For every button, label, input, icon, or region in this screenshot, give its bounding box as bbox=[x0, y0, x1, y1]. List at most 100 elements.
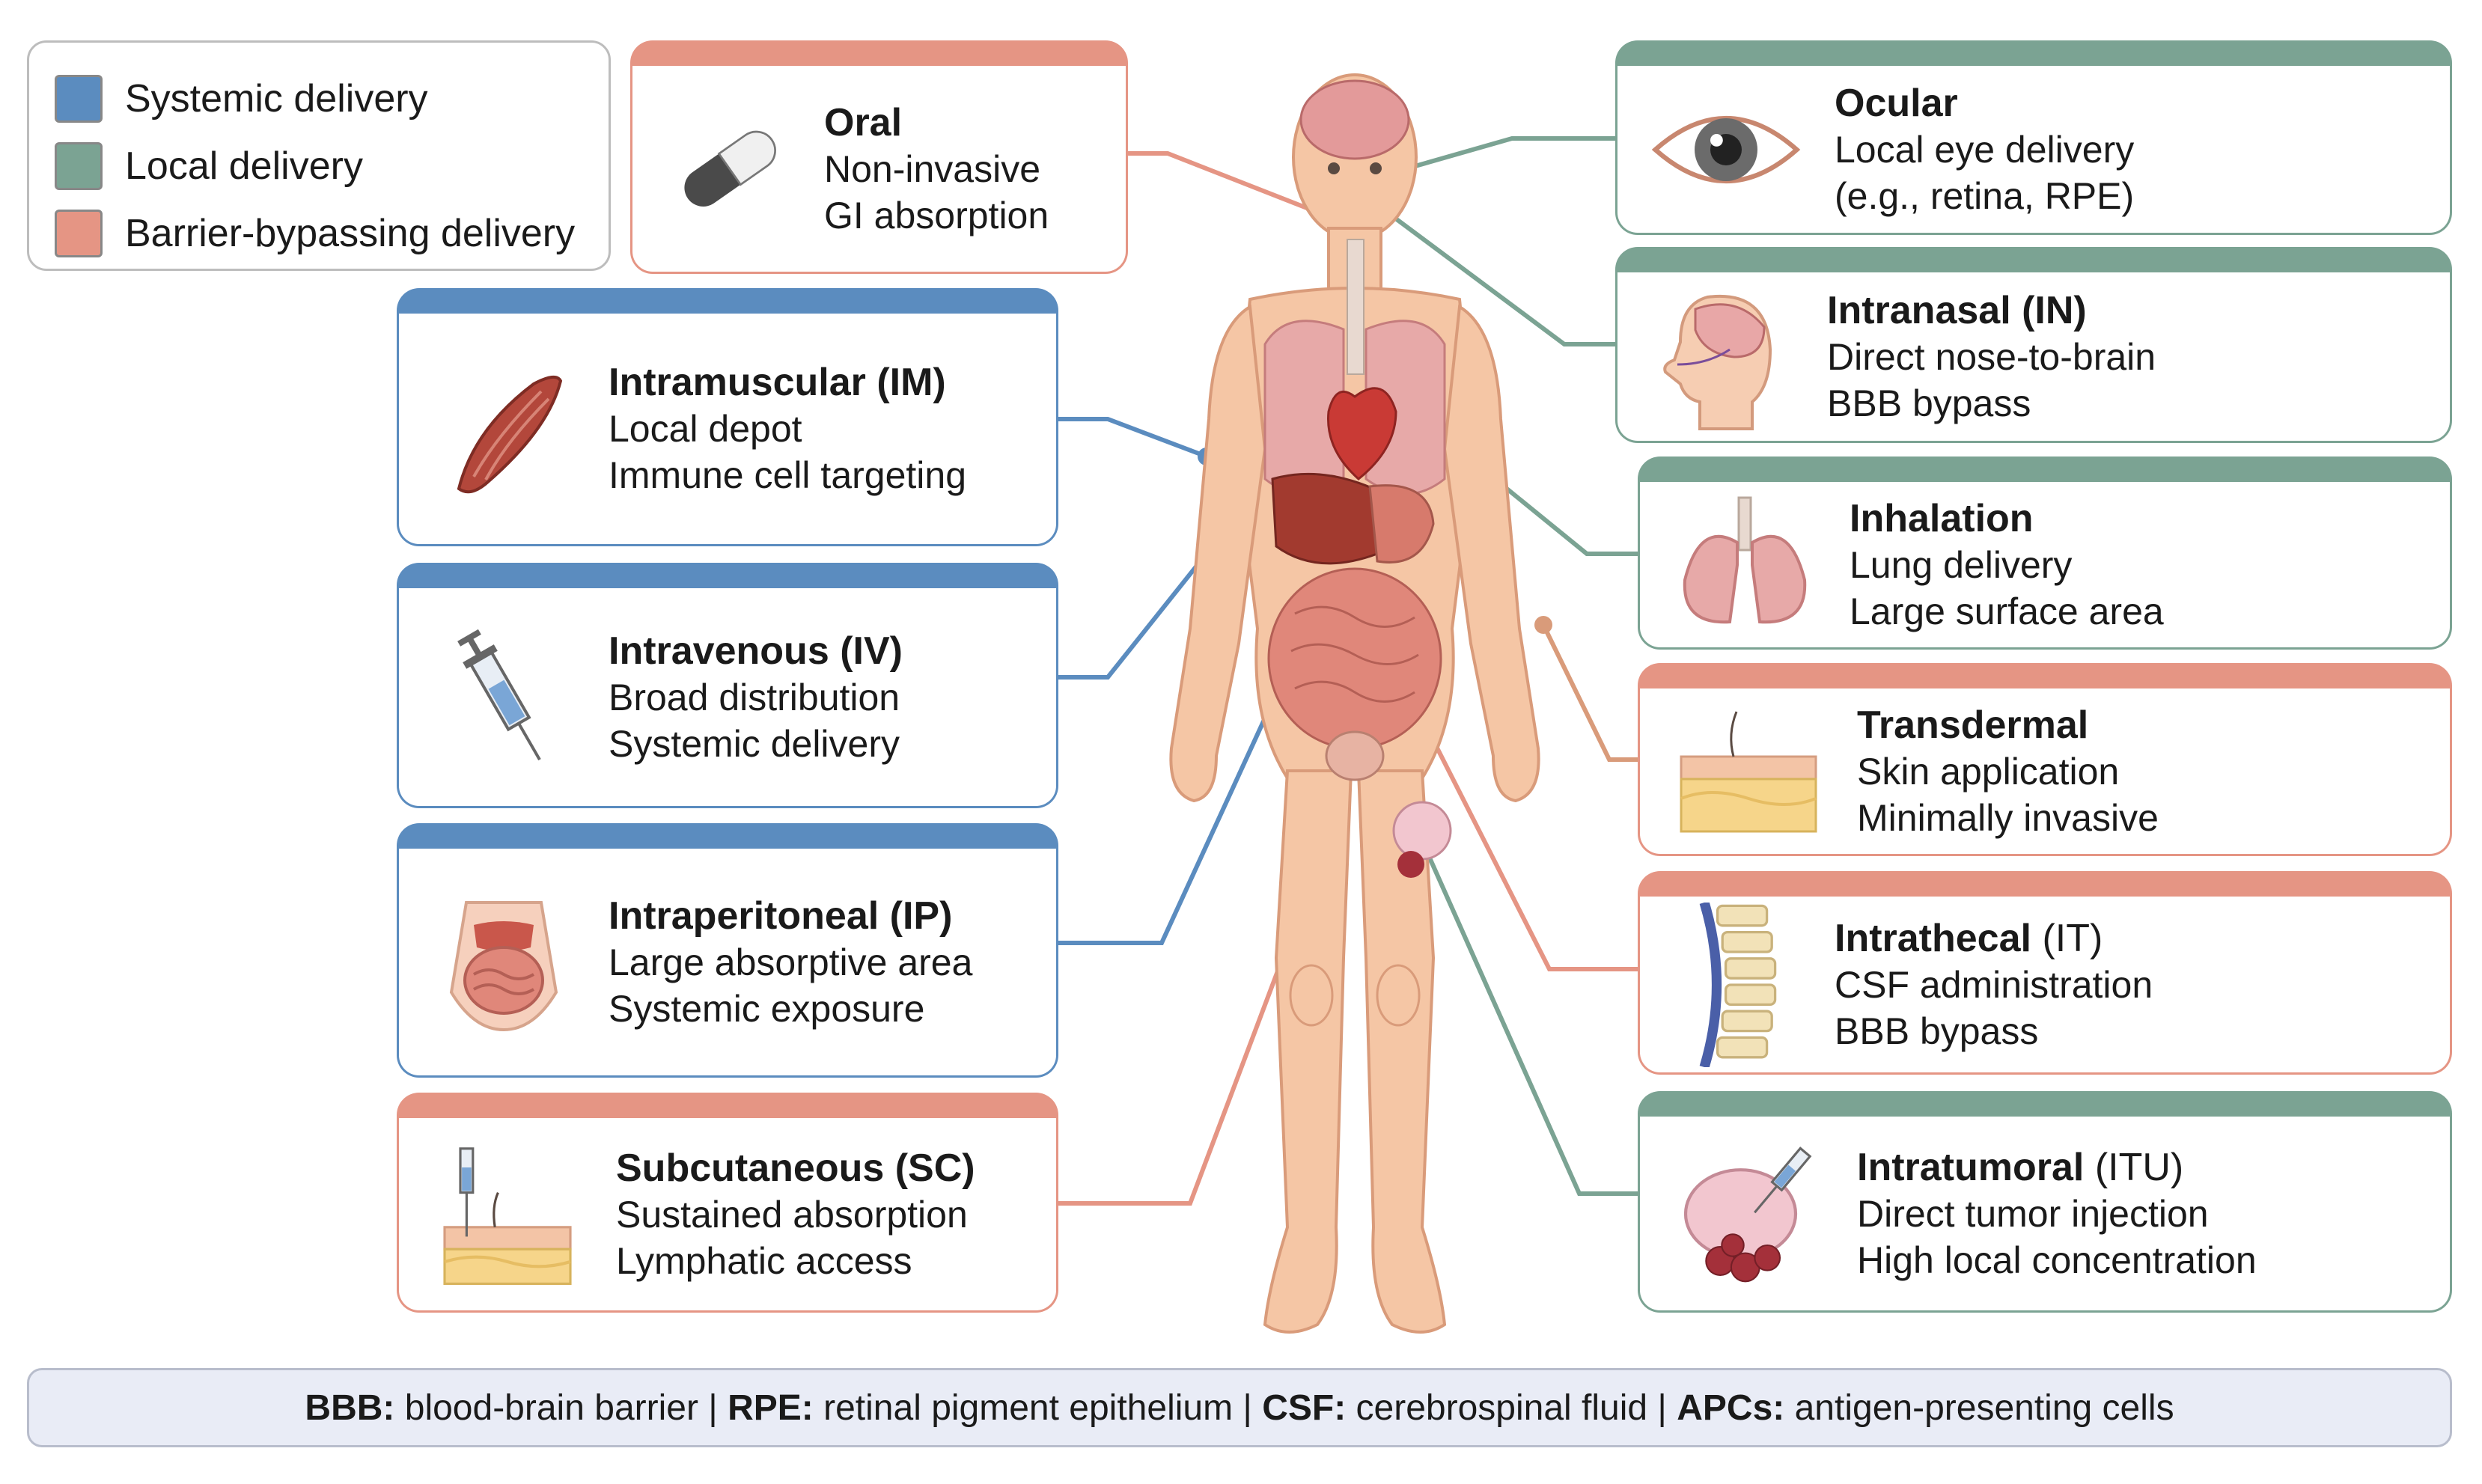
legend: Systemic delivery Local delivery Barrier… bbox=[27, 40, 611, 271]
abbr-value: retinal pigment epithelium | bbox=[813, 1387, 1263, 1428]
card-title: Intranasal bbox=[1827, 288, 2011, 332]
card-line: Local depot bbox=[609, 408, 802, 450]
td-marker bbox=[1534, 616, 1552, 634]
card-line: Large surface area bbox=[1850, 590, 2164, 632]
connector-ip bbox=[1057, 638, 1303, 945]
tumor-mass bbox=[1397, 851, 1424, 878]
left-leg bbox=[1263, 769, 1353, 1334]
muscle-icon bbox=[429, 354, 579, 504]
card-intravenous-text: Intravenous (IV) Broad distribution Syst… bbox=[609, 628, 903, 767]
card-ocular-text: Ocular Local eye delivery (e.g., retina,… bbox=[1835, 80, 2134, 219]
skin-layers-icon bbox=[1670, 697, 1827, 846]
card-title: Intramuscular bbox=[609, 361, 866, 404]
head-profile-icon bbox=[1647, 282, 1797, 432]
card-line: Local eye delivery bbox=[1835, 128, 2135, 171]
card-line: Minimally invasive bbox=[1857, 796, 2159, 839]
card-line: CSF administration bbox=[1835, 963, 2153, 1006]
card-line: Systemic delivery bbox=[609, 722, 900, 765]
connector-td bbox=[1541, 623, 1638, 762]
card-intraperitoneal-text: Intraperitoneal (IP) Large absorptive ar… bbox=[609, 893, 972, 1032]
connector-oral bbox=[1126, 151, 1360, 230]
card-intraperitoneal: Intraperitoneal (IP) Large absorptive ar… bbox=[397, 823, 1058, 1078]
card-subcutaneous-text: Subcutaneous (SC) Sustained absorption L… bbox=[616, 1145, 975, 1284]
abbr-key: RPE: bbox=[728, 1387, 814, 1428]
card-line: High local concentration bbox=[1857, 1239, 2257, 1281]
card-title: Subcutaneous bbox=[616, 1146, 885, 1190]
human-body-illustration bbox=[1169, 73, 1540, 1334]
lungs-icon bbox=[1670, 490, 1820, 640]
right-leg bbox=[1356, 769, 1447, 1334]
card-line: Lung delivery bbox=[1850, 543, 2073, 586]
abbr-key: APCs: bbox=[1677, 1387, 1785, 1428]
spine-icon bbox=[1670, 900, 1805, 1069]
right-knee bbox=[1376, 964, 1421, 1027]
card-intranasal-text: Intranasal (IN) Direct nose-to-brain BBB… bbox=[1827, 287, 2156, 427]
legend-item-barrier: Barrier-bypassing delivery bbox=[55, 200, 609, 267]
card-abbr: (SC) bbox=[894, 1146, 975, 1190]
card-line: GI absorption bbox=[824, 194, 1049, 236]
connector-it bbox=[1420, 717, 1638, 971]
abbr-value: antigen-presenting cells bbox=[1784, 1387, 2174, 1428]
brain bbox=[1299, 79, 1410, 160]
card-subcutaneous: Subcutaneous (SC) Sustained absorption L… bbox=[397, 1093, 1058, 1313]
card-intrathecal: Intrathecal (IT) CSF administration BBB … bbox=[1638, 871, 2452, 1075]
syringe-icon bbox=[429, 623, 579, 772]
card-line: BBB bypass bbox=[1835, 1010, 2039, 1052]
legend-swatch-local bbox=[55, 142, 103, 190]
card-title: Intrathecal bbox=[1835, 916, 2031, 960]
skin-injection-icon bbox=[429, 1136, 586, 1293]
card-abbr: (IN) bbox=[2022, 288, 2087, 332]
card-oral-text: Oral Non-invasive GI absorption bbox=[824, 100, 1049, 239]
card-intranasal: Intranasal (IN) Direct nose-to-brain BBB… bbox=[1615, 247, 2452, 443]
card-line: Systemic exposure bbox=[609, 987, 925, 1030]
right-eye bbox=[1370, 162, 1382, 174]
card-oral: Oral Non-invasive GI absorption bbox=[630, 40, 1128, 274]
card-title: Ocular bbox=[1835, 81, 1958, 125]
legend-label: Barrier-bypassing delivery bbox=[125, 212, 576, 255]
card-intramuscular: Intramuscular (IM) Local depot Immune ce… bbox=[397, 288, 1058, 546]
card-inhalation-text: Inhalation Lung delivery Large surface a… bbox=[1850, 495, 2164, 635]
card-line: Lymphatic access bbox=[616, 1239, 912, 1282]
card-line: Broad distribution bbox=[609, 676, 900, 718]
trachea bbox=[1347, 239, 1365, 375]
card-intratumoral-text: Intratumoral (ITU) Direct tumor injectio… bbox=[1857, 1144, 2257, 1283]
card-line: (e.g., retina, RPE) bbox=[1835, 174, 2135, 217]
card-title: Oral bbox=[824, 100, 903, 144]
connector-ocular bbox=[1406, 136, 1617, 171]
card-intrathecal-text: Intrathecal (IT) CSF administration BBB … bbox=[1835, 915, 2153, 1054]
card-abbr: (IV) bbox=[840, 629, 903, 673]
left-knee bbox=[1289, 964, 1334, 1027]
abbr-key: CSF: bbox=[1262, 1387, 1347, 1428]
legend-swatch-barrier bbox=[55, 210, 103, 257]
connector-in bbox=[1372, 200, 1617, 346]
left-arm bbox=[1169, 304, 1267, 803]
legend-label: Local delivery bbox=[125, 144, 363, 188]
tumor-injection-icon bbox=[1670, 1128, 1827, 1300]
liver bbox=[1271, 472, 1386, 565]
card-line: Skin application bbox=[1857, 750, 2120, 793]
connector-iv bbox=[1057, 554, 1207, 680]
card-abbr: (IT) bbox=[2042, 916, 2103, 960]
abbr-value: cerebrospinal fluid | bbox=[1346, 1387, 1677, 1428]
card-transdermal-text: Transdermal Skin application Minimally i… bbox=[1857, 702, 2159, 841]
tumor-site bbox=[1392, 801, 1452, 861]
card-intravenous: Intravenous (IV) Broad distribution Syst… bbox=[397, 563, 1058, 808]
heart bbox=[1327, 387, 1397, 480]
card-intramuscular-text: Intramuscular (IM) Local depot Immune ce… bbox=[609, 359, 966, 498]
connector-itu bbox=[1424, 848, 1638, 1196]
card-title: Intravenous bbox=[609, 629, 829, 673]
bladder bbox=[1325, 730, 1385, 781]
abbr-value: blood-brain barrier | bbox=[394, 1387, 728, 1428]
capsule-icon bbox=[662, 102, 797, 236]
card-transdermal: Transdermal Skin application Minimally i… bbox=[1638, 663, 2452, 856]
right-arm bbox=[1442, 304, 1540, 803]
card-line: Large absorptive area bbox=[609, 941, 973, 983]
abbreviations-footer: BBB: blood-brain barrier | RPE: retinal … bbox=[27, 1368, 2452, 1447]
card-line: Direct nose-to-brain bbox=[1827, 335, 2156, 378]
intestines bbox=[1267, 567, 1442, 750]
card-ocular: Ocular Local eye delivery (e.g., retina,… bbox=[1615, 40, 2452, 235]
legend-item-systemic: Systemic delivery bbox=[55, 65, 609, 132]
abbr-key: BBB: bbox=[305, 1387, 395, 1428]
connector-sc bbox=[1057, 934, 1293, 1206]
card-line: Immune cell targeting bbox=[609, 454, 967, 496]
